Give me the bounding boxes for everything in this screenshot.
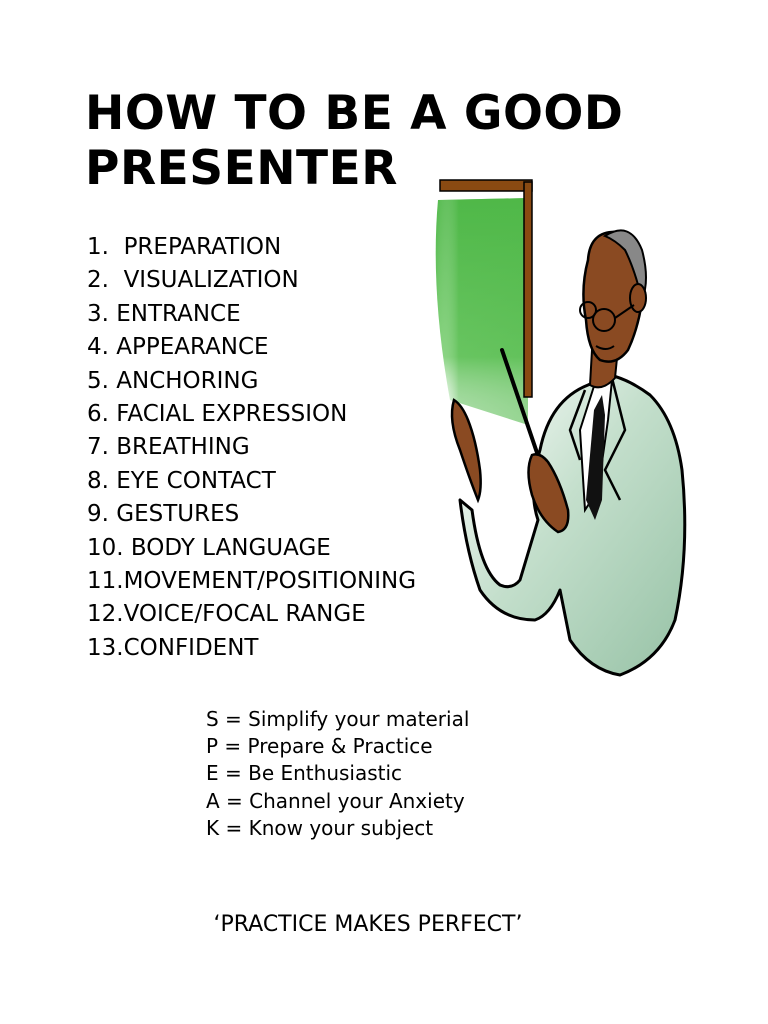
list-item: 9. GESTURES — [87, 501, 240, 528]
speak-acronym-list: S = Simplify your material P = Prepare &… — [206, 706, 469, 842]
presenter-head-icon — [579, 229, 647, 363]
list-item: 1. PREPARATION — [87, 234, 282, 260]
chalkboard-icon — [435, 179, 533, 425]
right-hand-icon — [527, 453, 570, 534]
page-title: HOW TO BE A GOOD PRESENTER — [85, 86, 685, 196]
list-item: A = Channel your Anxiety — [206, 788, 465, 813]
page-title-line-2: PRESENTER — [85, 141, 398, 196]
list-item: 10. BODY LANGUAGE — [87, 534, 331, 561]
page-title-line-1: HOW TO BE A GOOD — [85, 86, 624, 141]
list-item: E = Be Enthusiastic — [206, 761, 403, 786]
list-item: P = Prepare & Practice — [206, 734, 433, 759]
list-item: K = Know your subject — [206, 815, 434, 840]
list-item: 4. APPEARANCE — [87, 334, 269, 361]
presenter-with-pointer-illustration — [435, 179, 687, 677]
tie-icon — [586, 395, 605, 520]
list-item: 5. ANCHORING — [87, 367, 259, 394]
list-item: 3. ENTRANCE — [87, 300, 241, 327]
list-item: S = Simplify your material — [206, 707, 470, 731]
motto-text: ‘PRACTICE MAKES PERFECT’ — [213, 912, 523, 937]
list-item: 6. FACIAL EXPRESSION — [87, 401, 348, 428]
left-hand-icon — [450, 398, 482, 504]
list-item: 12.VOICE/FOCAL RANGE — [87, 601, 366, 628]
presenter-steps-list: 1. PREPARATION 2. VISUALIZATION 3. ENTRA… — [87, 231, 416, 665]
list-item: 13.CONFIDENT — [87, 634, 259, 661]
list-item: 11.MOVEMENT/POSITIONING — [87, 568, 417, 595]
list-item: 2. VISUALIZATION — [87, 267, 299, 294]
glasses-icon — [579, 301, 635, 332]
suit-icon — [458, 373, 687, 677]
list-item: 7. BREATHING — [87, 434, 250, 461]
list-item: 8. EYE CONTACT — [87, 467, 276, 494]
